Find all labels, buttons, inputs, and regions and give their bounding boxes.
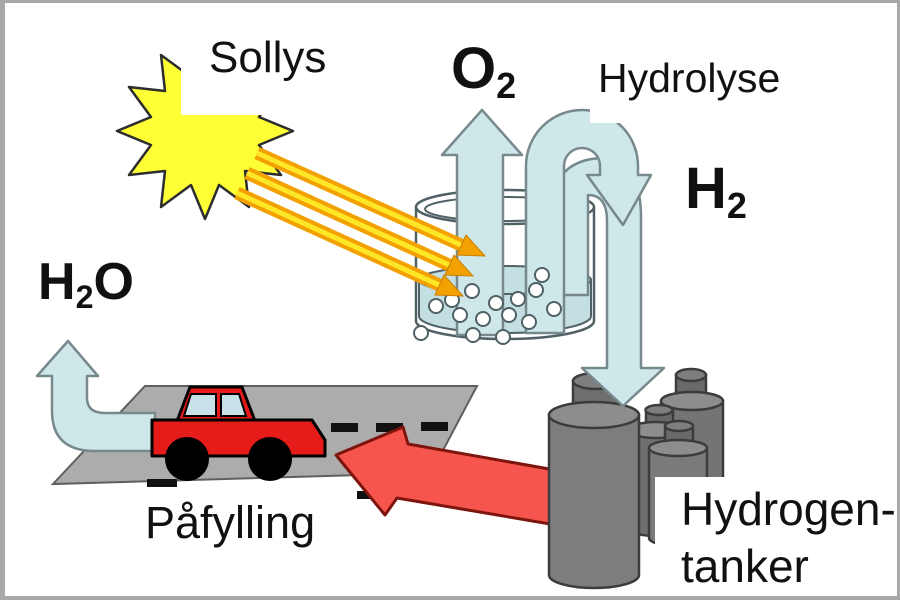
oxygen-label: O2 [451, 36, 517, 107]
h2o-arrow-icon [35, 339, 157, 453]
hydrogen-tanks-label-line1: Hydrogen- [681, 483, 896, 535]
water-label: H2O [38, 253, 134, 316]
sunlight-label: Sollys [181, 25, 381, 115]
oxygen-subscript: 2 [496, 65, 517, 107]
hydrolyse-arrow-icon [524, 108, 653, 335]
diagram-shapes [35, 41, 725, 590]
sunray-icons [234, 147, 487, 297]
tank-big [547, 371, 641, 590]
hydrolysis-label-text: Hydrolyse [598, 55, 781, 101]
hydrogen-label: H2 [685, 156, 747, 227]
car-wheel-front [248, 437, 292, 481]
hydrogen-subscript: 2 [726, 185, 747, 227]
hydrolysis-label: Hydrolyse [590, 49, 812, 123]
sunray-2 [244, 167, 475, 277]
hydrogen-tanks-label: Hydrogen- tanker [655, 477, 897, 596]
sunray-1 [254, 147, 487, 257]
refuel-label: Påfylling [145, 499, 315, 546]
car-window-rear [182, 393, 217, 417]
sunlight-label-text: Sollys [209, 33, 327, 82]
sunray-3 [234, 187, 465, 297]
car-icon [150, 385, 327, 481]
car-window-front [220, 393, 248, 417]
hydrogen-tanks-label-line2: tanker [681, 540, 809, 592]
car-wheel-rear [165, 437, 209, 481]
diagram-content: Sollys O2 Hydrolyse H2 H2O Påfylling Hyd… [5, 3, 897, 596]
water-bubbles [413, 267, 562, 345]
water-subscript: 2 [75, 279, 94, 316]
refuel-label-text: Påfylling [145, 497, 316, 548]
